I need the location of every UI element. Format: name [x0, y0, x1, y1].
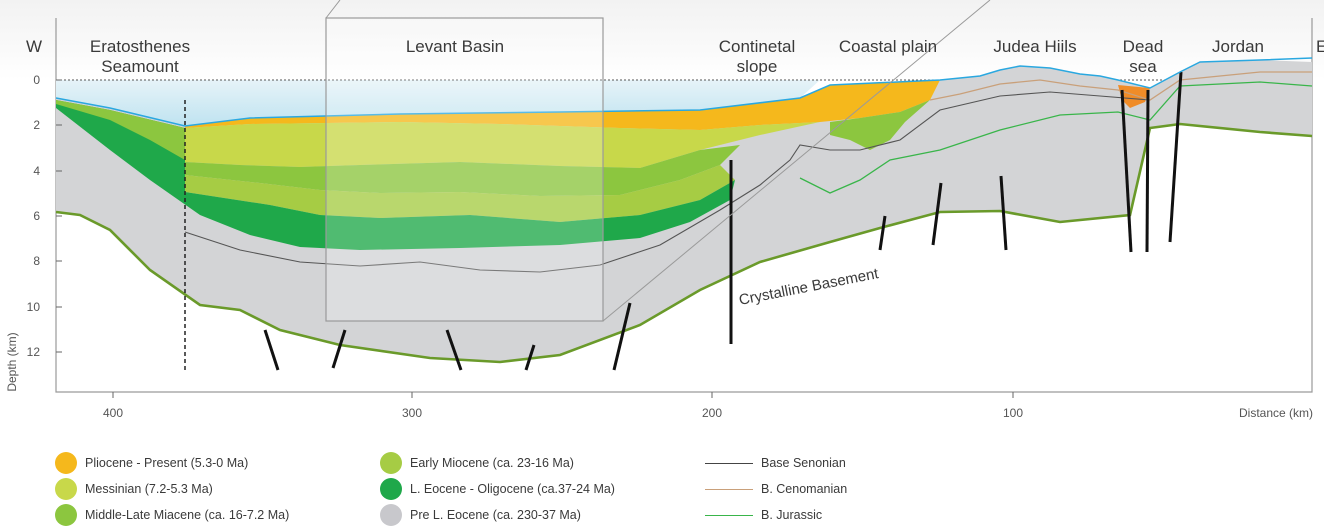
fault-line [331, 329, 347, 369]
legend-item-b-cenomanian: B. Cenomanian [705, 482, 847, 496]
legend-item-pre-eocene: Pre L. Eocene (ca. 230-37 Ma) [380, 504, 581, 526]
coastal-plain-label: Coastal plain [839, 37, 937, 56]
eratosthenes-label-line1: Eratosthenes [90, 37, 190, 56]
east-label: E [1316, 37, 1324, 56]
fault-lines [263, 71, 1183, 371]
x-tick-label: 400 [103, 406, 123, 420]
unit-eocene-oligocene-west [56, 100, 185, 160]
fault-line [1168, 71, 1183, 243]
unit-eocene-oligocene [56, 100, 735, 250]
unit-pliocene [185, 80, 940, 130]
dead-sea-label-line1: Dead [1123, 37, 1164, 56]
slope-label-line1: Continetal [719, 37, 796, 56]
fault-line [1120, 89, 1133, 253]
horizon-b-cenomanian [929, 71, 1312, 101]
legend: Pliocene - Present (5.3-0 Ma) Messinian … [0, 450, 1324, 529]
zoom-guide-line [602, 0, 991, 322]
legend-line [705, 488, 753, 490]
eratosthenes-label-line2: Seamount [101, 57, 179, 76]
legend-item-eocene-oligocene: L. Eocene - Oligocene (ca.37-24 Ma) [380, 478, 615, 500]
y-axis-title: Depth (km) [5, 332, 19, 391]
legend-label: L. Eocene - Oligocene (ca.37-24 Ma) [410, 482, 615, 496]
fault-line [1145, 89, 1150, 253]
judea-hills-label: Judea Hiils [993, 37, 1076, 56]
fault-line [445, 329, 463, 371]
legend-label: B. Cenomanian [761, 482, 848, 496]
legend-item-messinian: Messinian (7.2-5.3 Ma) [55, 478, 213, 500]
legend-swatch [380, 504, 402, 526]
y-tick-label: 10 [27, 300, 41, 314]
jordan-label: Jordan [1212, 37, 1264, 56]
y-tick-label: 2 [33, 118, 40, 132]
y-axis: 0 2 4 6 8 10 12 Depth (km) [5, 73, 62, 392]
fault-line [524, 344, 536, 371]
legend-label: B. Jurassic [761, 508, 823, 522]
legend-label: Pre L. Eocene (ca. 230-37 Ma) [410, 508, 581, 522]
fault-line [263, 329, 280, 371]
unit-middle-late-miocene [185, 145, 740, 196]
x-tick-label: 100 [1003, 406, 1023, 420]
unit-dead-sea-fill [1118, 85, 1150, 108]
x-axis-title: Distance (km) [1239, 406, 1313, 420]
fault-line [999, 175, 1008, 251]
legend-label: Pliocene - Present (5.3-0 Ma) [85, 456, 249, 470]
legend-item-early-miocene: Early Miocene (ca. 23-16 Ma) [380, 452, 574, 474]
legend-swatch [380, 452, 402, 474]
west-label: W [26, 37, 42, 56]
legend-label: Base Senonian [761, 456, 846, 470]
crystalline-basement-label: Crystalline Basement [738, 265, 881, 309]
legend-item-b-jurassic: B. Jurassic [705, 508, 822, 522]
dead-sea-label-line2: sea [1129, 57, 1157, 76]
legend-item-middle-late-miocene: Middle-Late Miacene (ca. 16-7.2 Ma) [55, 504, 289, 526]
y-tick-label: 0 [33, 73, 40, 87]
legend-swatch [380, 478, 402, 500]
legend-label: Messinian (7.2-5.3 Ma) [85, 482, 213, 496]
unit-early-miocene [185, 165, 735, 222]
sea-water [56, 80, 820, 126]
x-tick-label: 200 [702, 406, 722, 420]
legend-swatch [55, 504, 77, 526]
x-tick-label: 300 [402, 406, 422, 420]
legend-line [705, 462, 753, 464]
horizon-crystalline-basement [55, 122, 1313, 364]
y-tick-label: 6 [33, 209, 40, 223]
legend-swatch [55, 452, 77, 474]
seafloor-line [55, 57, 1313, 127]
fault-line [612, 302, 632, 371]
levant-basin-highlight-box [325, 17, 604, 322]
unit-coastal-wedge [830, 100, 930, 150]
horizon-b-jurassic [799, 81, 1313, 194]
slope-label-line2: slope [737, 57, 778, 76]
legend-label: Early Miocene (ca. 23-16 Ma) [410, 456, 574, 470]
levant-basin-label: Levant Basin [406, 37, 504, 56]
unit-messinian [185, 122, 820, 168]
y-tick-label: 12 [27, 345, 41, 359]
zoom-guide-line [325, 0, 341, 19]
y-tick-label: 4 [33, 164, 40, 178]
legend-line [705, 514, 753, 516]
fault-line [931, 182, 943, 246]
legend-item-pliocene: Pliocene - Present (5.3-0 Ma) [55, 452, 248, 474]
x-axis: 400 300 200 100 Distance (km) [103, 392, 1313, 420]
fault-line [878, 215, 887, 251]
legend-swatch [55, 478, 77, 500]
y-tick-label: 8 [33, 254, 40, 268]
legend-label: Middle-Late Miacene (ca. 16-7.2 Ma) [85, 508, 290, 522]
sky-background [0, 0, 1324, 80]
horizon-base-senonian [184, 91, 1151, 273]
legend-item-base-senonian: Base Senonian [705, 456, 846, 470]
